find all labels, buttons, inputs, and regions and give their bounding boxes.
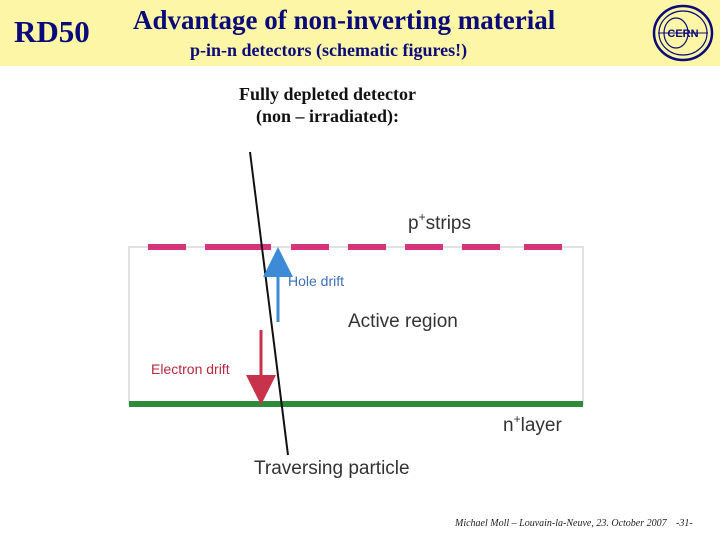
page-number: -31- — [676, 518, 693, 529]
active-region-label: Active region — [348, 311, 458, 332]
slide-title: Advantage of non-inverting material — [133, 5, 556, 35]
slide-subtitle: p-in-n detectors (schematic figures!) — [190, 40, 468, 60]
strip — [348, 244, 386, 250]
particle-label: Traversing particle — [254, 458, 410, 479]
n-layer-label: n+layer — [503, 412, 562, 436]
hole-drift-label: Hole drift — [288, 273, 344, 289]
strip — [405, 244, 443, 250]
particle-track — [249, 151, 289, 456]
p-strips — [148, 244, 562, 250]
heading-line-2: (non – irradiated): — [256, 106, 399, 126]
strip — [462, 244, 500, 250]
rd50-brand: RD50 — [14, 14, 90, 49]
diagram-heading: Fully depleted detector (non – irradiate… — [200, 83, 455, 127]
footer-credit: Michael Moll – Louvain-la-Neuve, 23. Oct… — [455, 518, 667, 529]
electron-drift-label: Electron drift — [151, 361, 230, 377]
heading-line-1: Fully depleted detector — [239, 84, 416, 104]
strips-label: p+strips — [408, 210, 471, 234]
cern-logo-icon: CERN — [650, 2, 716, 64]
strip — [524, 244, 562, 250]
strip — [233, 244, 271, 250]
cern-logo-text: CERN — [667, 28, 698, 40]
strip — [205, 244, 243, 250]
strip — [291, 244, 329, 250]
title-bar: RD50 Advantage of non-inverting material… — [0, 0, 720, 66]
n-plus-layer — [129, 401, 583, 407]
strip — [148, 244, 186, 250]
